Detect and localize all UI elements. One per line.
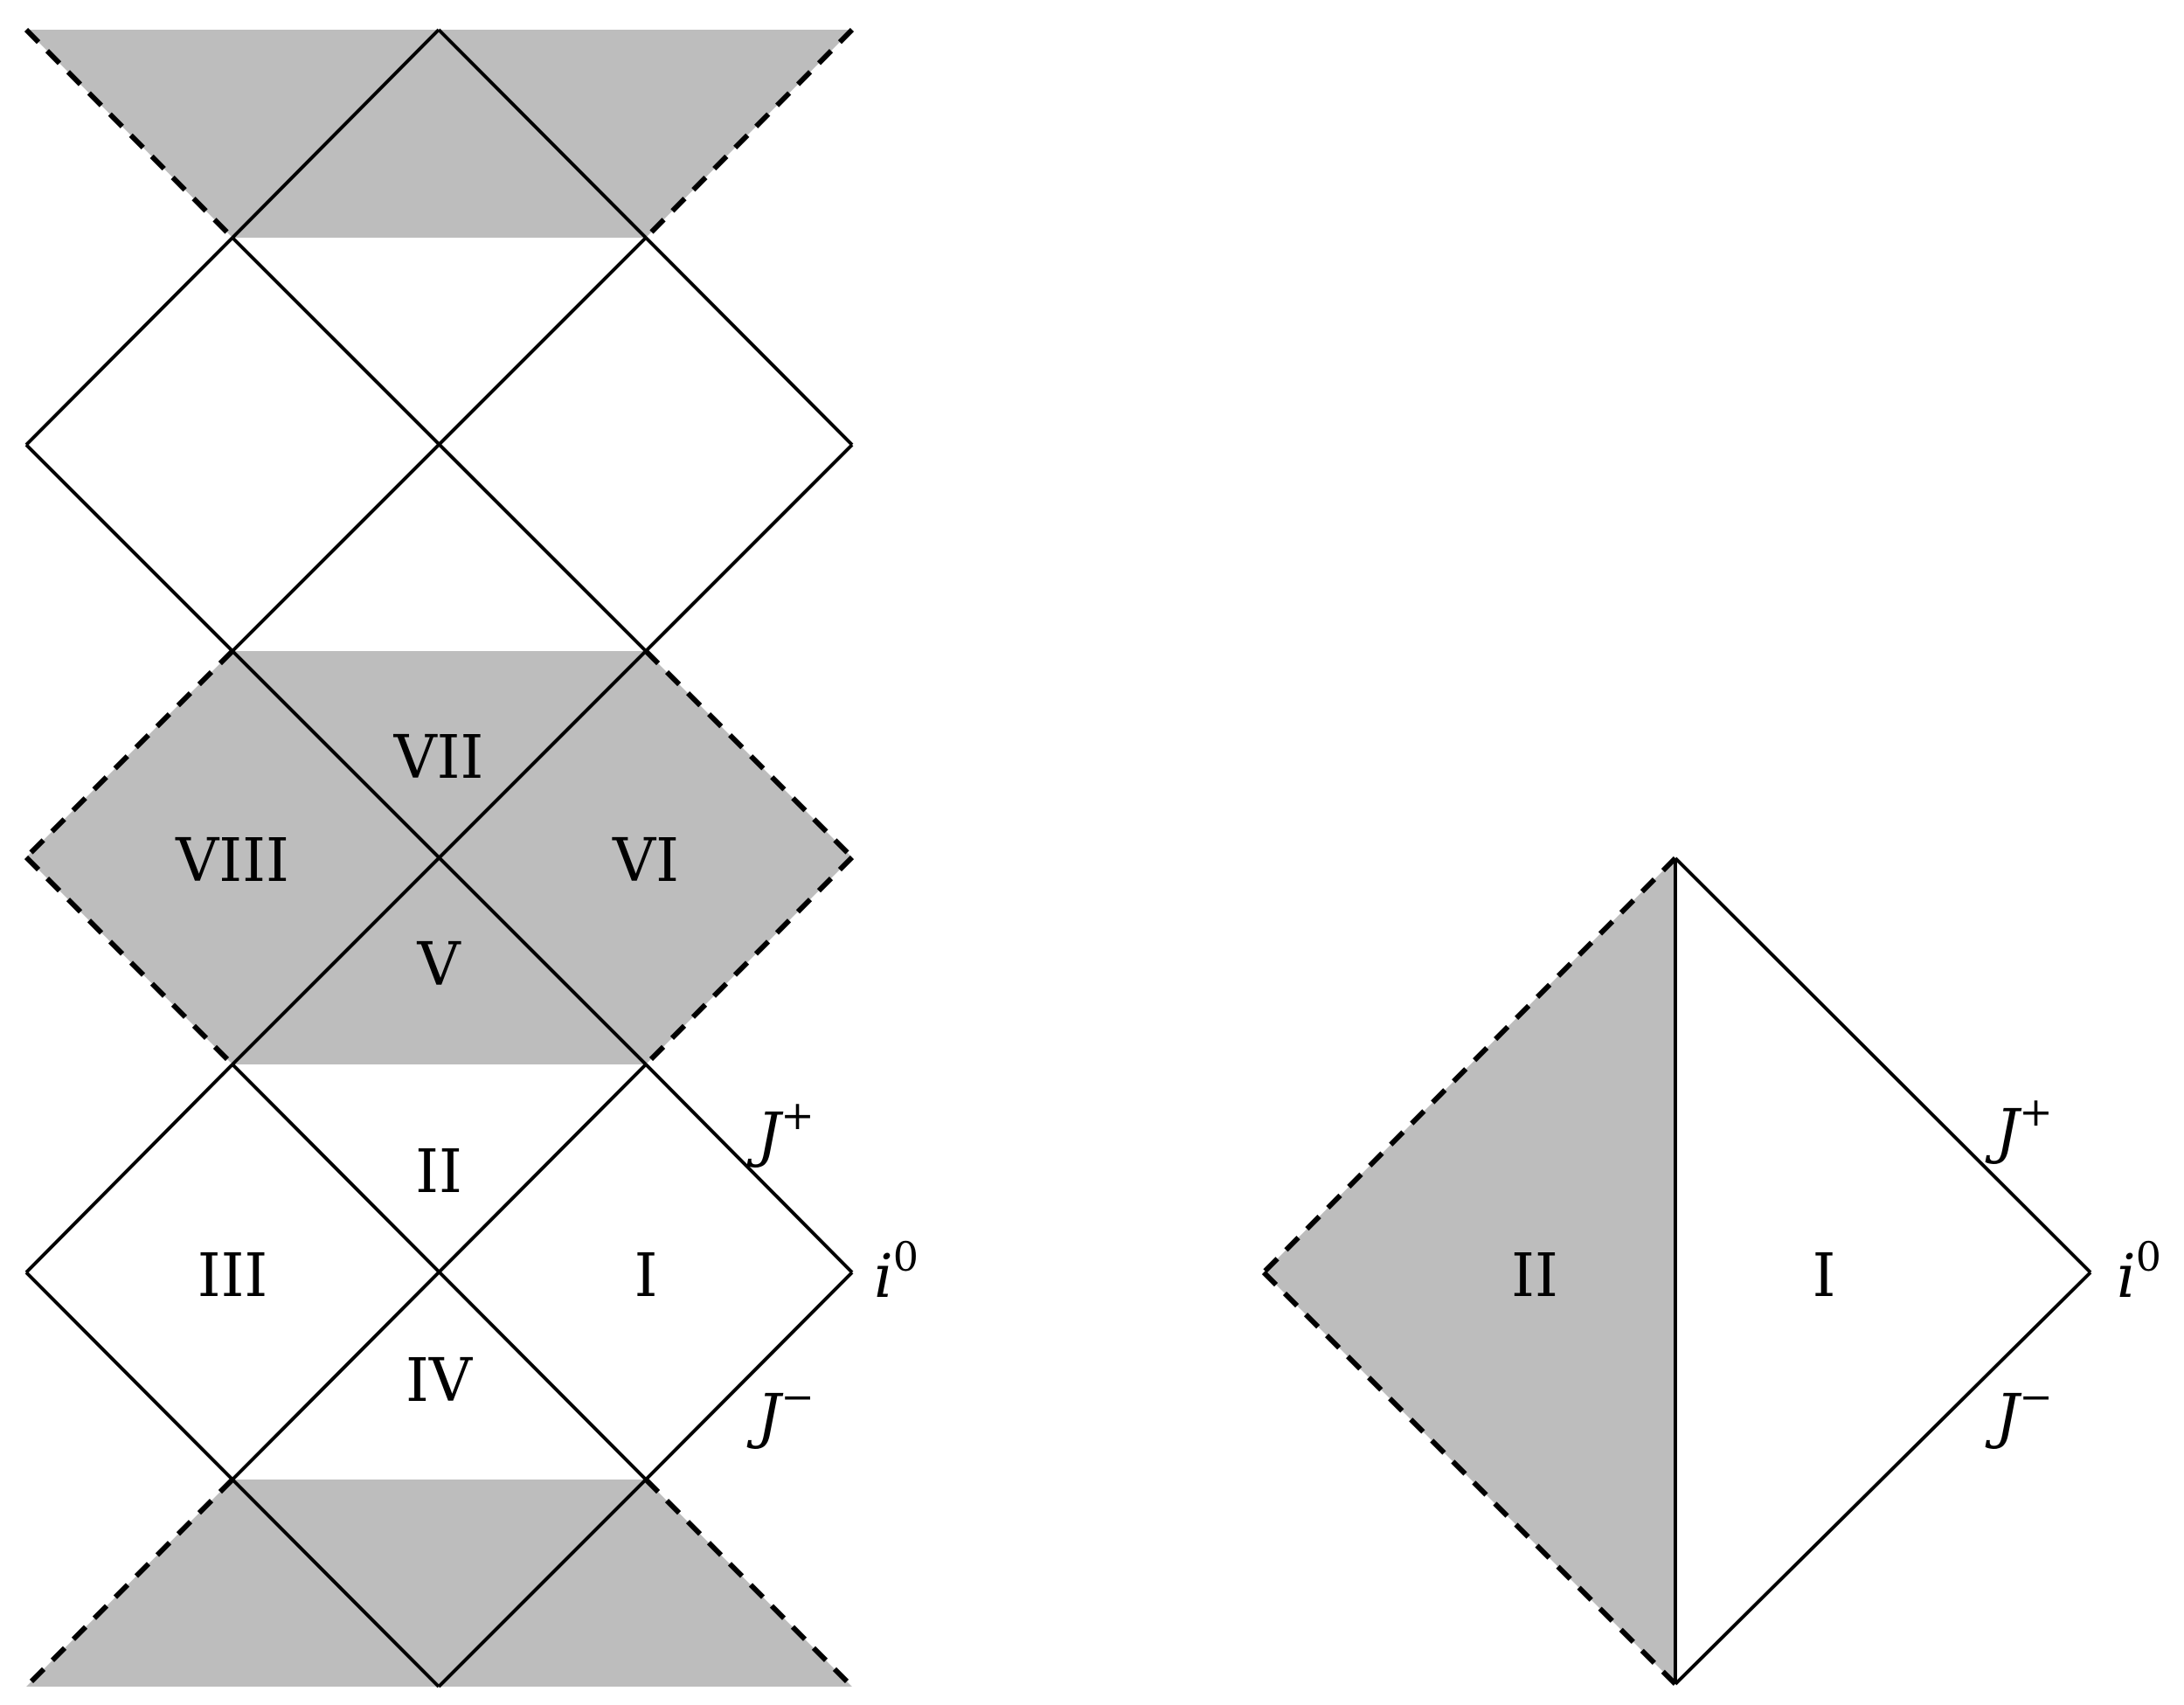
null-line xyxy=(644,443,854,653)
scri-minus-sup: − xyxy=(780,1373,815,1420)
scri-plus-sup: + xyxy=(2019,1088,2053,1135)
null-line xyxy=(231,1478,440,1688)
singularity-boundary xyxy=(1261,856,1678,1275)
scri-minus-label: J− xyxy=(1985,1373,2053,1452)
scri-minus-label: J− xyxy=(746,1373,815,1452)
null-line xyxy=(24,236,234,447)
right-penrose-diagram: II I J+ i0 J− xyxy=(1261,856,2161,1687)
region-label-i: I xyxy=(634,1242,658,1311)
right-shaded-region xyxy=(1264,858,1675,1684)
bottom-shaded-band xyxy=(26,1480,852,1687)
spatial-infinity-label: i0 xyxy=(874,1233,919,1312)
scri-minus-base: J xyxy=(746,1383,784,1452)
right-solid-lines xyxy=(1674,856,2092,1686)
left-solid-lines xyxy=(24,28,854,1688)
scri-plus-sup: + xyxy=(780,1092,815,1139)
left-penrose-diagram: VII VIII VI V II III I IV J+ i0 J− xyxy=(24,27,919,1689)
null-line xyxy=(24,1271,234,1481)
singularity-boundary xyxy=(24,1477,235,1689)
right-dashed-boundaries xyxy=(1261,856,1678,1687)
scri-minus-line xyxy=(1674,1271,2092,1686)
region-label-iii: III xyxy=(198,1242,268,1311)
singularity-boundary xyxy=(643,1477,855,1689)
region-label-iv: IV xyxy=(406,1347,474,1416)
null-line xyxy=(231,1063,648,1481)
scri-plus-label: J+ xyxy=(746,1092,815,1170)
null-line xyxy=(437,28,648,239)
left-region-labels: VII VIII VI V II III I IV xyxy=(175,724,679,1416)
scri-plus-base: J xyxy=(1985,1098,2022,1167)
spatial-infinity-label: i0 xyxy=(2117,1233,2161,1312)
region-label-i: I xyxy=(1813,1242,1836,1311)
scri-plus-line xyxy=(1674,856,2092,1274)
singularity-boundary xyxy=(24,648,235,860)
left-infinity-labels: J+ i0 J− xyxy=(746,1092,919,1452)
scri-plus-line xyxy=(644,1063,854,1274)
singularity-boundary xyxy=(643,648,855,860)
singularity-boundary xyxy=(643,27,855,240)
singularity-boundary xyxy=(1261,1270,1678,1687)
singularity-boundary xyxy=(643,855,855,1067)
null-line xyxy=(24,1063,234,1274)
right-infinity-labels: J+ i0 J− xyxy=(1985,1088,2161,1452)
region-label-vii: VII xyxy=(393,724,484,793)
region-label-vi: VI xyxy=(612,827,679,896)
region-label-ii: II xyxy=(415,1138,462,1207)
scri-minus-sup: − xyxy=(2019,1373,2053,1420)
spatial-infinity-base: i xyxy=(2117,1243,2136,1312)
null-line xyxy=(231,236,648,653)
region-label-viii: VIII xyxy=(175,827,289,896)
spatial-infinity-sup: 0 xyxy=(2136,1233,2161,1280)
scri-plus-label: J+ xyxy=(1985,1088,2053,1167)
null-line xyxy=(437,1478,648,1688)
null-line xyxy=(24,443,234,653)
singularity-boundary xyxy=(24,27,235,240)
null-line xyxy=(231,28,440,239)
null-line xyxy=(644,236,854,447)
left-dashed-boundaries xyxy=(24,27,855,1689)
scri-minus-line xyxy=(644,1271,854,1481)
null-line xyxy=(231,649,648,1066)
top-shaded-band xyxy=(26,30,852,238)
right-region-labels: II I xyxy=(1511,1242,1835,1311)
region-label-v: V xyxy=(416,931,461,1000)
region-label-ii: II xyxy=(1511,1242,1558,1311)
scri-minus-base: J xyxy=(1985,1383,2022,1452)
scri-plus-base: J xyxy=(746,1101,784,1170)
spatial-infinity-sup: 0 xyxy=(893,1233,919,1280)
singularity-boundary xyxy=(24,855,235,1067)
spatial-infinity-base: i xyxy=(874,1243,893,1312)
